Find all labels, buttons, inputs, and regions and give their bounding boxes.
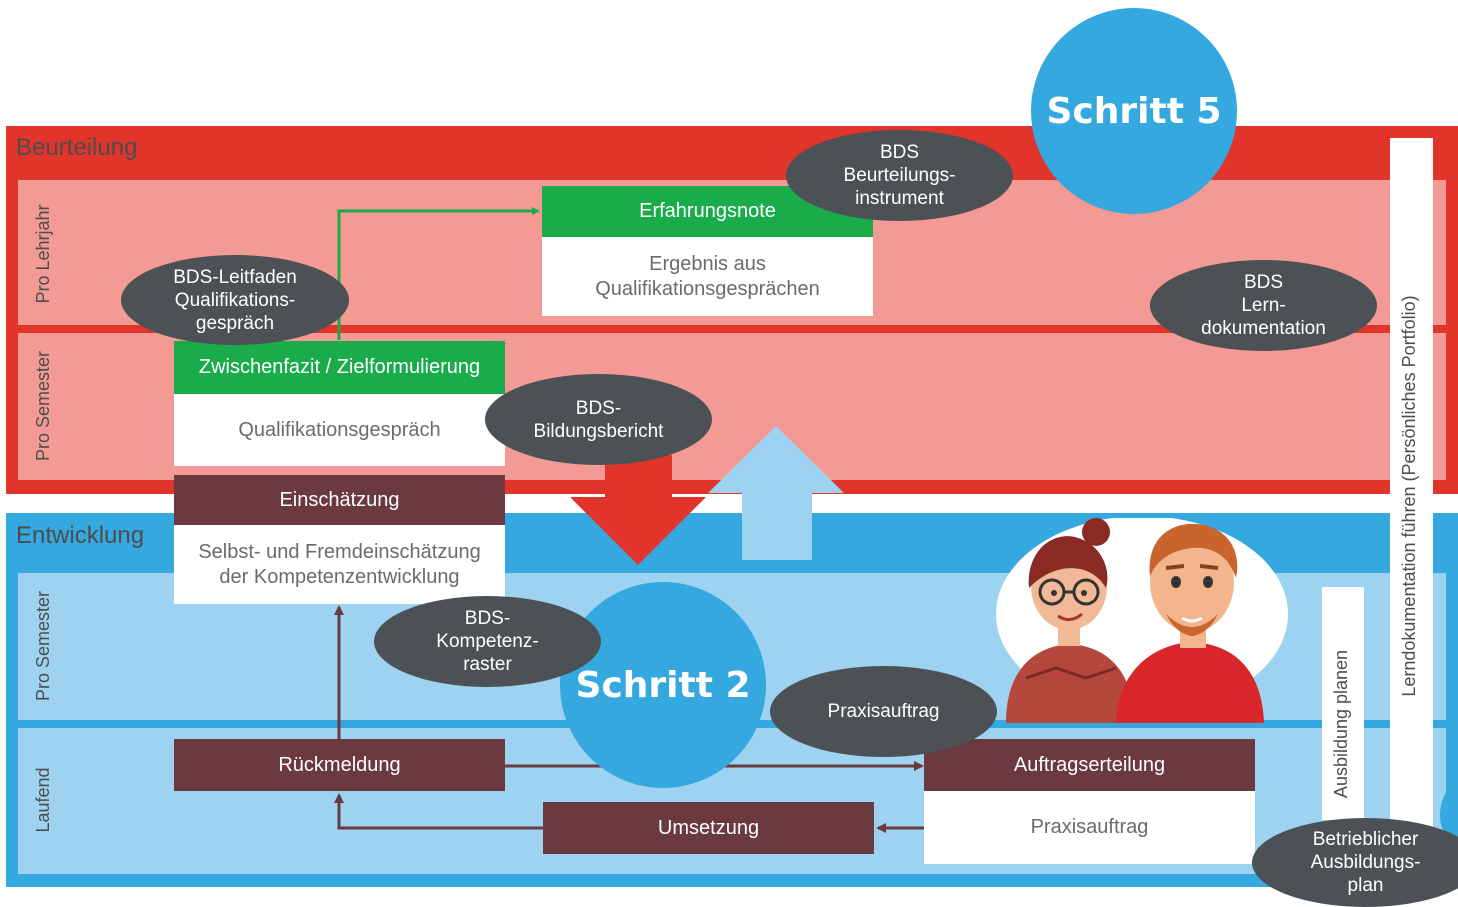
woman-figure xyxy=(1006,518,1134,723)
lerndokumentation-bar-label: Lerndokumentation führen (Persönliches P… xyxy=(1399,295,1419,697)
rueckmeldung-box: Rückmeldung xyxy=(174,739,505,791)
umsetzung-box: Umsetzung xyxy=(543,802,874,854)
people-illustration xyxy=(996,516,1288,723)
lerndokumentation-bar xyxy=(1390,138,1433,854)
zwischenfazit-body: Qualifikationsgespräch xyxy=(174,394,505,466)
auftragserteilung-header: Auftragserteilung xyxy=(924,739,1255,791)
erfahrungsnote-body: Ergebnis aus Qualifikationsgesprächen xyxy=(542,237,873,316)
einschaetzung-body: Selbst- und Fremdeinschätzung der Kompet… xyxy=(174,525,505,604)
ellipse-ausbildungsplan: Betrieblicher Ausbildungs- plan xyxy=(1252,818,1458,907)
entwicklung-title: Entwicklung xyxy=(16,522,145,549)
ausbildung-bar-label: Ausbildung planen xyxy=(1331,649,1351,799)
arrow-zwischenfazit-to-erfahrungsnote xyxy=(337,207,540,340)
zwischenfazit-header: Zwischenfazit / Zielformulierung xyxy=(174,341,505,394)
schritt5-circle[interactable]: Schritt 5 xyxy=(1031,8,1237,214)
auftragserteilung-body: Praxisauftrag xyxy=(924,791,1255,864)
down-arrow-red xyxy=(570,455,706,565)
ellipse-beurteilungsinstrument: BDS Beurteilungs- instrument xyxy=(786,130,1013,221)
up-arrow-blue xyxy=(708,426,844,560)
schritt2-circle[interactable]: Schritt 2 xyxy=(560,582,766,788)
einschaetzung-header: Einschätzung xyxy=(174,475,505,525)
arrow-umsetzung-to-rueckmeldung xyxy=(334,793,543,830)
ellipse-bildungsbericht: BDS- Bildungsbericht xyxy=(485,374,712,465)
ellipse-praxisauftrag: Praxisauftrag xyxy=(770,666,997,757)
man-figure xyxy=(1116,523,1264,723)
ausbildung-bar xyxy=(1322,587,1364,820)
beurteilung-title: Beurteilung xyxy=(16,134,138,161)
ellipse-kompetenzraster: BDS- Kompetenz- raster xyxy=(374,596,601,687)
ellipse-lerndokumentation: BDS Lern- dokumentation xyxy=(1150,260,1377,351)
ellipse-bds-leitfaden: BDS-Leitfaden Qualifikations- gespräch xyxy=(121,255,349,345)
